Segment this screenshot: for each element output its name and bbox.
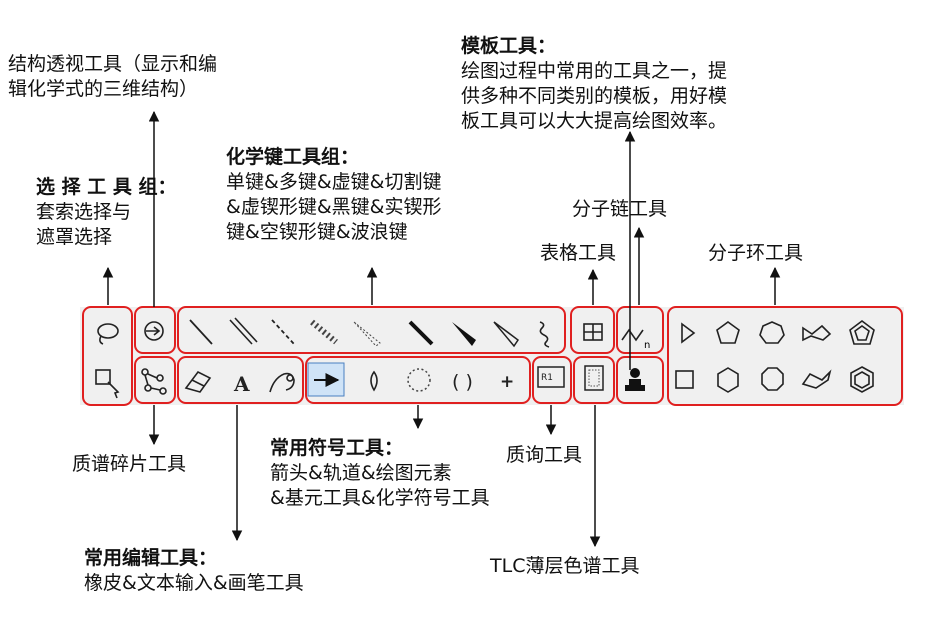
select-tool-title: 选 择 工 具 组： bbox=[36, 176, 177, 198]
ring-cyclopentadiene-icon[interactable] bbox=[849, 320, 875, 345]
edit-tool-title: 常用编辑工具： bbox=[84, 547, 218, 569]
bond-tool-desc-2: &虚锲形键&黑键&实锲形 bbox=[226, 196, 442, 218]
symbol-tool-desc-2: &基元工具&化学符号工具 bbox=[270, 487, 490, 509]
query-group-outline bbox=[532, 356, 572, 404]
double-bond-icon[interactable] bbox=[229, 317, 258, 345]
template-tool-desc-2: 供多种不同类别的模板，用好模 bbox=[461, 85, 728, 107]
chemical-symbol-tool-icon[interactable]: + bbox=[500, 372, 514, 392]
select-group-outline bbox=[82, 306, 133, 406]
query-tool-icon[interactable]: R1 bbox=[537, 366, 565, 388]
drawing-element-icon[interactable] bbox=[407, 368, 431, 392]
select-tool-desc-2: 遮罩选择 bbox=[36, 226, 113, 248]
ring-chair-icon[interactable] bbox=[801, 369, 832, 389]
ring-tool-label: 分子环工具 bbox=[708, 242, 804, 264]
single-bond-icon[interactable] bbox=[189, 319, 213, 345]
ring-square-icon[interactable] bbox=[675, 370, 694, 389]
query-tool-label: 质询工具 bbox=[506, 444, 583, 466]
edit-tool-label: 常用编辑工具： 橡皮&文本输入&画笔工具 bbox=[84, 546, 304, 596]
marquee-select-icon[interactable] bbox=[95, 369, 120, 399]
table-grid-icon[interactable] bbox=[583, 323, 603, 341]
query-badge-text: R1 bbox=[541, 373, 553, 383]
edit-tool-desc: 橡皮&文本输入&画笔工具 bbox=[84, 572, 304, 594]
orbital-tool-icon[interactable] bbox=[370, 370, 378, 392]
bond-tool-title: 化学键工具组： bbox=[226, 146, 360, 168]
template-tool-title: 模板工具： bbox=[461, 35, 557, 57]
ring-benzene-icon[interactable] bbox=[850, 366, 874, 393]
tlc-group-outline bbox=[573, 356, 615, 404]
select-tool-label: 选 择 工 具 组： 套索选择与 遮罩选择 bbox=[36, 175, 176, 250]
callout-arrows bbox=[102, 110, 781, 548]
symbol-tool-desc-1: 箭头&轨道&绘图元素 bbox=[270, 462, 452, 484]
structure-tool-label: 结构透视工具（显示和编 辑化学式的三维结构） bbox=[8, 52, 217, 102]
chain-group-outline bbox=[616, 306, 664, 354]
tlc-tool-label: TLC薄层色谱工具 bbox=[490, 555, 640, 577]
symbol-tool-title: 常用符号工具： bbox=[270, 437, 404, 459]
hashed-bond-icon[interactable] bbox=[310, 319, 338, 345]
tlc-plate-icon[interactable] bbox=[584, 365, 604, 391]
symbol-tool-label: 常用符号工具： 箭头&轨道&绘图元素 &基元工具&化学符号工具 bbox=[270, 436, 490, 511]
ring-group-outline bbox=[667, 306, 903, 406]
wedge-bond-icon[interactable] bbox=[452, 322, 476, 346]
bond-group-outline bbox=[177, 306, 566, 354]
ring-hexagon-icon[interactable] bbox=[717, 367, 739, 393]
template-tool-desc-3: 板工具可以大大提高绘图效率。 bbox=[461, 110, 728, 132]
mass-group-outline bbox=[134, 356, 176, 404]
ring-boat-icon[interactable] bbox=[802, 324, 832, 342]
ring-pentagon-icon[interactable] bbox=[716, 321, 740, 344]
bracket-tool-icon[interactable]: ( ) bbox=[452, 371, 473, 393]
bond-tool-desc-1: 单键&多键&虚键&切割键 bbox=[226, 171, 442, 193]
template-tool-desc-1: 绘图过程中常用的工具之一，提 bbox=[461, 60, 728, 82]
template-stamp-icon[interactable] bbox=[625, 368, 645, 391]
chain-badge-text: n bbox=[644, 340, 650, 351]
bold-bond-icon[interactable] bbox=[408, 320, 434, 346]
bond-tool-desc-3: 键&空锲形键&波浪键 bbox=[226, 221, 408, 243]
mass-fragment-icon[interactable] bbox=[141, 368, 167, 395]
symbol-group-outline bbox=[305, 356, 531, 404]
lasso-select-icon[interactable] bbox=[97, 323, 119, 345]
mass-fragment-tool-label: 质谱碎片工具 bbox=[72, 453, 187, 475]
template-tool-label: 模板工具： 绘图过程中常用的工具之一，提 供多种不同类别的模板，用好模 板工具可… bbox=[461, 34, 727, 134]
hollow-wedge-bond-icon[interactable] bbox=[493, 321, 520, 348]
text-tool-icon[interactable]: A bbox=[233, 372, 250, 396]
table-tool-label: 表格工具 bbox=[540, 242, 617, 264]
select-tool-desc-1: 套索选择与 bbox=[36, 201, 132, 223]
bond-tool-label: 化学键工具组： 单键&多键&虚键&切割键 &虚锲形键&黑键&实锲形 键&空锲形键… bbox=[226, 145, 441, 245]
structure-tool-desc: 辑化学式的三维结构） bbox=[8, 78, 199, 100]
ring-heptagon-icon[interactable] bbox=[759, 321, 785, 344]
table-group-outline bbox=[570, 306, 615, 354]
structure-tool-title: 结构透视工具（显示和编 bbox=[8, 53, 218, 75]
eraser-icon[interactable] bbox=[184, 370, 212, 393]
dashed-bond-icon[interactable] bbox=[271, 319, 295, 345]
ring-octagon-icon[interactable] bbox=[761, 367, 784, 391]
wavy-bond-icon[interactable] bbox=[539, 321, 550, 348]
pen-tool-icon[interactable] bbox=[269, 372, 295, 393]
edit-group-outline bbox=[177, 356, 304, 404]
ring-triangle-icon[interactable] bbox=[681, 322, 696, 344]
molecular-chain-icon[interactable]: n bbox=[621, 328, 650, 351]
structure-group-outline bbox=[134, 306, 176, 354]
chain-tool-label: 分子链工具 bbox=[572, 198, 668, 220]
structure-perspective-icon[interactable] bbox=[144, 321, 164, 341]
template-group-outline bbox=[616, 356, 664, 404]
hashed-wedge-bond-icon[interactable] bbox=[353, 321, 381, 347]
